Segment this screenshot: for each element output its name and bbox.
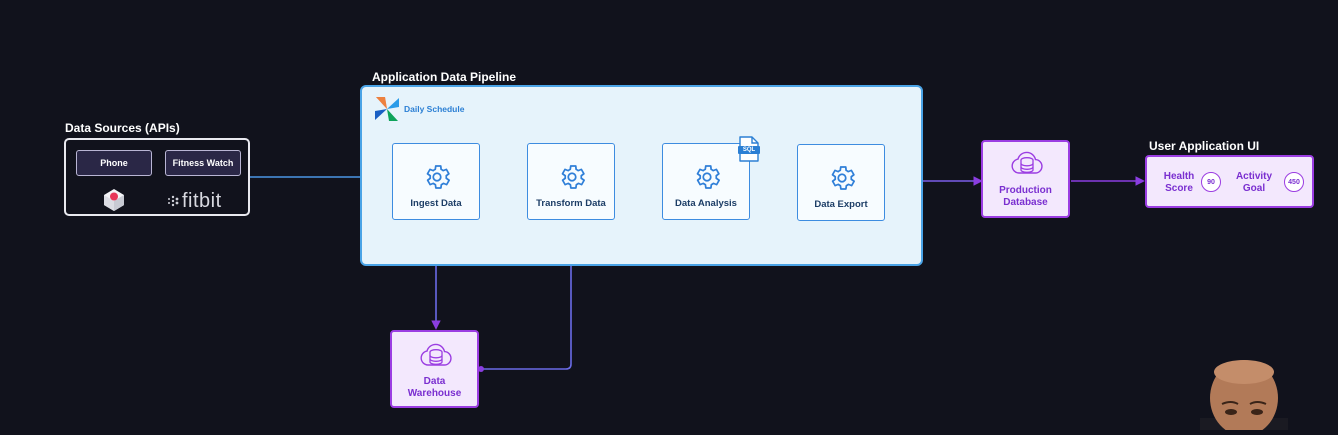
gear-icon <box>561 165 585 189</box>
gear-icon <box>426 165 450 189</box>
health-score-line1: Health <box>1163 171 1195 182</box>
database-cloud-icon <box>420 343 452 366</box>
task-data-export[interactable]: Data Export <box>797 144 885 221</box>
warehouse-label-line2: Warehouse <box>407 388 462 399</box>
data-sources-title: Data Sources (APIs) <box>65 121 180 135</box>
activity-goal-line2: Goal <box>1242 183 1266 194</box>
task-transform-data[interactable]: Transform Data <box>527 143 615 220</box>
pipeline-container: Daily Schedule Ingest Data Transform Dat… <box>360 85 923 266</box>
production-database-node[interactable]: Production Database <box>981 140 1070 218</box>
task-label: Data Export <box>814 199 868 210</box>
activity-goal-value: 450 <box>1284 172 1304 192</box>
warehouse-label-line1: Data <box>423 376 446 387</box>
presenter-webcam <box>1200 360 1288 435</box>
activity-goal-line1: Activity <box>1235 171 1273 182</box>
activity-goal-label: Activity Goal <box>1231 171 1277 195</box>
pinwheel-icon <box>373 95 401 123</box>
task-data-analysis[interactable]: Data Analysis <box>662 143 750 220</box>
phone-button[interactable]: Phone <box>76 150 152 176</box>
sql-badge-label: SQL <box>742 147 756 153</box>
schedule-label: Daily Schedule <box>404 104 465 114</box>
data-sources-box: Phone Fitness Watch fitbit <box>64 138 250 216</box>
warehouse-output-dot <box>478 366 484 372</box>
task-label: Ingest Data <box>410 198 462 209</box>
production-label-line1: Production <box>999 185 1052 196</box>
task-ingest-data[interactable]: Ingest Data <box>392 143 480 220</box>
health-score-label: Health Score <box>1159 171 1199 195</box>
health-score-line2: Score <box>1165 183 1193 194</box>
gear-icon <box>696 165 720 189</box>
fitbit-logo: fitbit <box>166 190 246 212</box>
arrow-warehouse-to-transform <box>479 220 576 370</box>
user-ui-box: Health Score 90 Activity Goal 450 <box>1145 155 1314 208</box>
fitbit-dots-icon <box>168 195 179 207</box>
user-ui-title: User Application UI <box>1149 139 1260 153</box>
health-score-value: 90 <box>1201 172 1221 192</box>
data-warehouse-node[interactable]: Data Warehouse <box>390 330 479 408</box>
health-app-icon <box>102 188 126 212</box>
sql-file-icon: SQL <box>738 136 760 162</box>
task-label: Transform Data <box>536 198 606 209</box>
gear-icon <box>831 166 855 190</box>
pipeline-title: Application Data Pipeline <box>372 70 517 84</box>
fitness-watch-button[interactable]: Fitness Watch <box>165 150 241 176</box>
task-label: Data Analysis <box>675 198 737 209</box>
database-cloud-icon <box>1011 151 1043 174</box>
production-label-line2: Database <box>1003 197 1048 208</box>
fitbit-wordmark: fitbit <box>182 189 222 212</box>
